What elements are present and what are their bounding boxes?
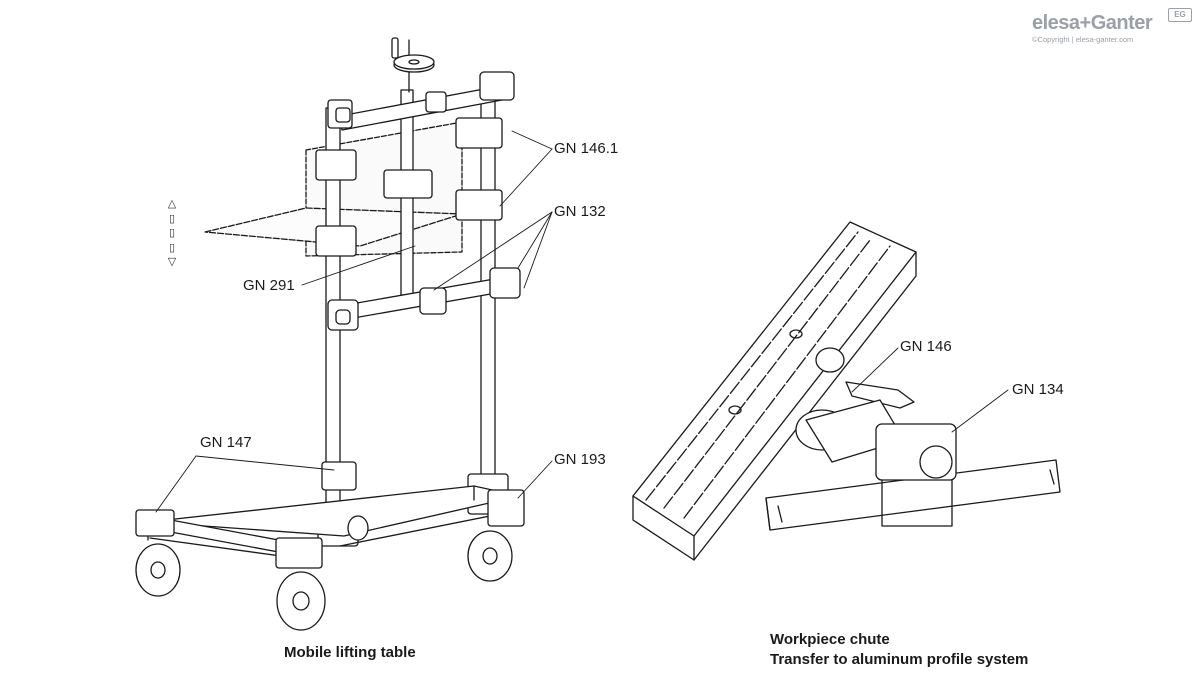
callout-gn-146: GN 146 [900,338,952,355]
callout-gn-291: GN 291 [243,277,295,294]
workpiece-chute-drawing [632,221,1061,561]
caption-workpiece-chute: Workpiece chute [770,631,890,648]
callout-gn-193: GN 193 [554,451,606,468]
arrow-mid-icon: ▯ [168,212,176,225]
callout-gn-146-1: GN 146.1 [554,140,619,157]
mobile-lifting-table-drawing [135,37,553,631]
arrow-down-icon: ▽ [167,256,177,268]
callout-gn-134: GN 134 [1012,381,1064,398]
elesa-ganter-logo: elesa+Ganter EG ©Copyright | elesa-gante… [1032,8,1192,48]
logo-badge: EG [1168,8,1192,22]
callout-gn-147: GN 147 [200,434,252,451]
arrow-mid-icon: ▯ [168,241,176,254]
copyright-notice: ©Copyright | elesa-ganter.com [1032,35,1134,44]
arrow-up-icon: △ [167,198,177,210]
arrow-mid-icon: ▯ [168,227,176,239]
height-adjust-indicator: △ ▯ ▯ ▯ ▽ [165,197,179,270]
caption-transfer-profile-system: Transfer to aluminum profile system [770,651,1029,668]
caption-mobile-lifting-table: Mobile lifting table [284,644,416,661]
logo-wordmark: elesa+Ganter [1032,12,1153,34]
callout-gn-132: GN 132 [554,203,606,220]
